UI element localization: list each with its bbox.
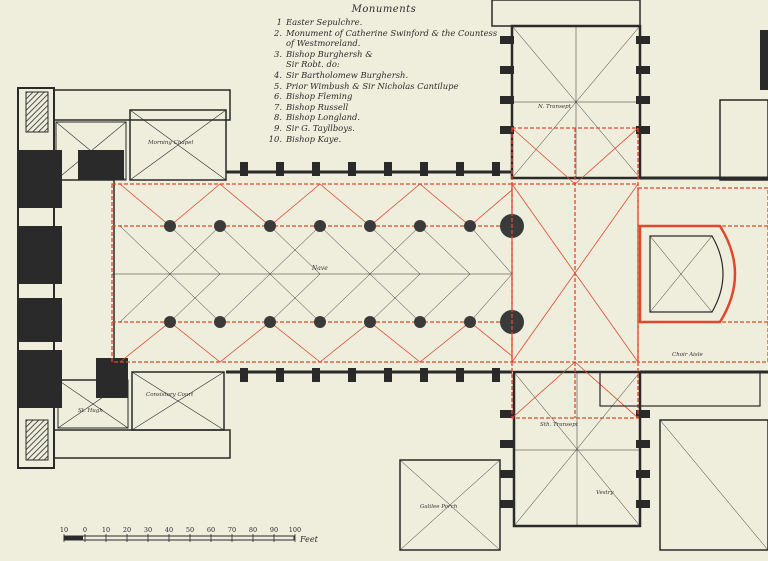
legend-item-number: 5. [274,80,282,91]
scale-tick-label: 90 [270,526,278,534]
vestry-label: Vestry [596,490,614,496]
choir-aisle-label: Choir Aisle [672,352,704,358]
scale-tick-label: 100 [289,526,301,534]
scale-unit: Feet [299,535,319,544]
galilee-porch-label: Galilee Porch [420,504,458,510]
legend-item-number: 1 [276,17,282,27]
scale-tick-label: 80 [249,526,257,534]
legend-item-number: 10. [268,133,282,144]
legend-item-text: Sir G. Tayllboys. [286,122,355,133]
legend-item-number: 4. [274,69,282,80]
st-hugh-label: St. Hugh [78,408,103,414]
scale-tick-label: 10 [102,526,110,534]
legend-item-text: Prior Wimbush & Sir Nicholas Cantilupe [286,80,459,91]
south-transept-label: Sth. Transept [540,422,579,428]
scale-tick-label: 20 [123,526,131,534]
legend-item: of Westmoreland. [268,38,500,49]
consistory-court-label: Consistory Court [146,392,194,398]
scale-tick-label: 70 [228,526,236,534]
legend-item: 10. Bishop Kaye. [268,134,500,145]
nave-vaulting [111,183,513,363]
scale-tick-label: 50 [186,526,194,534]
legend-item-number: 6. [274,91,282,102]
choir [599,30,768,551]
scale-tick-label: 0 [83,526,87,534]
legend-item: 4. Sir Bartholomew Burghersh. [268,70,500,81]
nave-walls [226,162,512,382]
legend-item-number: 9. [274,122,282,133]
nave-label: Nave [311,265,328,272]
legend-item-text: Easter Sepulchre. [286,17,363,27]
morning-chapel-label: Morning Chapel [147,140,193,146]
legend-item-text: Bishop Russell [286,101,349,112]
legend-item-text: Bishop Fleming [286,91,353,102]
scale-tick-label: 10 [60,526,68,534]
legend-item: 8. Bishop Longland. [268,112,500,123]
legend-item-text: Bishop Longland. [286,112,361,123]
legend-item-text: Sir Bartholomew Burghersh. [286,69,409,80]
west-front [17,87,231,469]
legend-item: 9. Sir G. Tayllboys. [268,123,500,134]
legend-item: 5. Prior Wimbush & Sir Nicholas Cantilupe [268,81,500,92]
legend-item-number: 8. [274,112,282,123]
legend-item: 1 Easter Sepulchre. [268,17,500,28]
legend-item-text: of Westmoreland. [286,38,361,49]
north-transept-label: N. Transept [537,104,572,110]
legend-item-number: 2. [274,27,282,38]
scale-tick-label: 40 [165,526,173,534]
legend-item-text: Sir Robt. do: [286,59,340,70]
legend-item: 3. Bishop Burghersh & [268,49,500,60]
legend-item: 7. Bishop Russell [268,102,500,113]
monuments-legend: Monuments 1 Easter Sepulchre. 2. Monument o… [268,4,500,144]
legend-item-number: 3. [274,48,282,59]
side-chapels [129,109,227,431]
legend-item-text: Bishop Burghersh & [286,48,373,59]
legend-title: Monuments [351,4,417,15]
legend-item-text: Monument of Catherine Swinford & the Cou… [286,27,498,38]
scale-tick-label: 30 [144,526,152,534]
legend-item-text: Bishop Kaye. [286,133,342,144]
legend-item-number: 7. [274,101,282,112]
legend-item: 6. Bishop Fleming [268,91,500,102]
nave-ribs [112,225,513,323]
legend-item: 2. Monument of Catherine Swinford & the C… [268,28,500,39]
legend-list: 1 Easter Sepulchre. 2. Monument of Catherin… [268,17,500,144]
legend-item: Sir Robt. do: [268,59,500,70]
scale-tick-label: 60 [207,526,215,534]
